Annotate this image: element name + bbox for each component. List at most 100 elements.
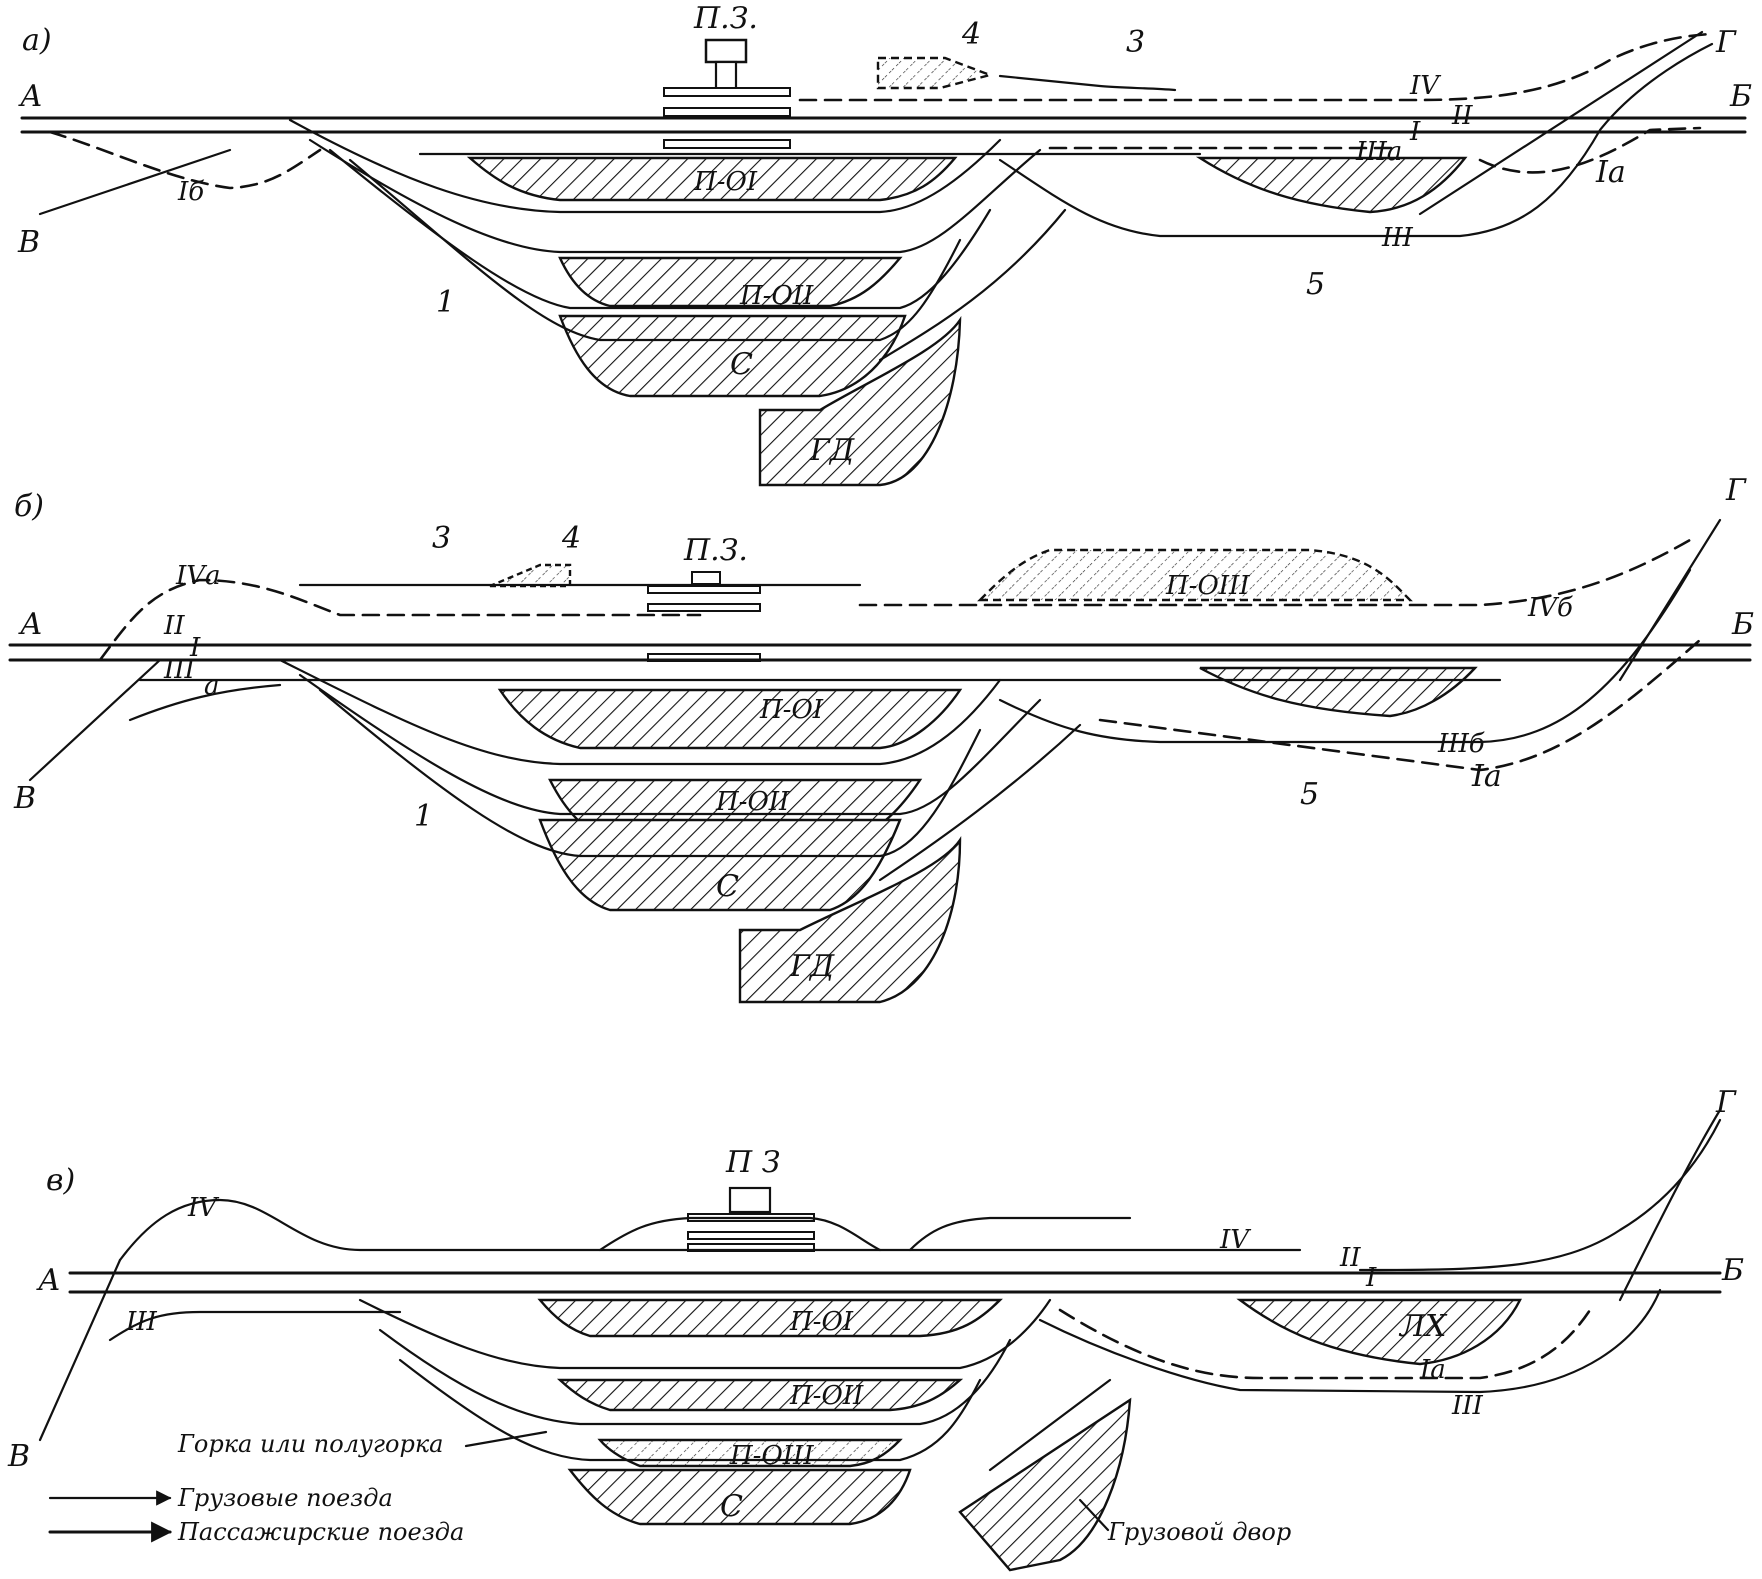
panel-a-yard-freight (758, 315, 962, 487)
panel-b-track-IVb (858, 538, 1692, 607)
panel-b-number-5: 5 (1300, 777, 1319, 812)
panel-a-label-Ia: Iа (1595, 155, 1626, 190)
panel-a-track-III-right (998, 42, 1714, 238)
panel-c-track-IV-upper (598, 1216, 882, 1252)
panel-c-track-Ia (1058, 1308, 1592, 1380)
panel-b-number-4: 4 (561, 521, 581, 556)
panel-a: а) П.З. (17, 1, 1752, 487)
panel-a-yard-freight-label: ГД (809, 433, 855, 468)
panel-a-track-yard4 (348, 158, 962, 342)
panel-c-yard-p1-label: П-ОI (789, 1307, 854, 1337)
panel-a-end-A: А (18, 79, 43, 114)
panel-b-track-IVa (98, 578, 702, 662)
panel-c-freight-yard-leader (1078, 1498, 1110, 1532)
panel-a-yard-p2 (558, 256, 903, 308)
panel-b-yard-p2-label: П-ОII (715, 787, 790, 817)
panel-b: б) П.З. А В Б Г IVа (8, 473, 1754, 1004)
panel-a-track-IV (798, 32, 1714, 102)
panel-a-yard-p2-label: П-ОII (739, 281, 814, 311)
panel-c-yard-px-label: ЛХ (1398, 1309, 1448, 1344)
panel-b-label-IVb: IVб (1527, 593, 1573, 623)
panel-b-end-B: Б (1731, 607, 1754, 642)
panel-c-hump-callout: Горка или полугорка (177, 1430, 444, 1458)
panel-b-track-freight-lead (878, 723, 1082, 882)
panel-c-station-label: П З (725, 1145, 780, 1180)
panel-b-label-IVa: IVа (175, 561, 221, 591)
panel-b-track-yard3 (318, 688, 982, 858)
panel-c-end-B: Б (1721, 1253, 1744, 1288)
panel-b-end-A: А (18, 607, 43, 642)
panel-a-yard-p1 (466, 156, 958, 202)
panel-a-station-building (663, 38, 791, 149)
panel-b-letter: б) (14, 489, 44, 524)
panel-a-label-III: III (1381, 223, 1414, 253)
panel-b-end-G: Г (1725, 473, 1747, 508)
panel-a-track-freight-lead (878, 208, 1067, 362)
panel-c-track-III-left (108, 1310, 402, 1342)
panel-c-yard-p1 (537, 1298, 1003, 1338)
panel-a-number-5: 5 (1306, 267, 1325, 302)
panel-a-end-G: Г (1715, 25, 1737, 60)
panel-a-label-IIIa: IIIа (1355, 137, 1402, 167)
panel-c-label-III-right: III (1451, 1391, 1484, 1421)
panel-c-freight-yard-callout: Грузовой двор (1107, 1518, 1291, 1546)
panel-c-label-II: II (1339, 1243, 1361, 1273)
panel-c-yard-sort-label: С (720, 1489, 743, 1524)
panel-b-yard-p1 (497, 688, 963, 750)
panel-c-branch-G-curve (1358, 1118, 1722, 1272)
panel-b-yard-4 (489, 563, 572, 588)
panel-a-branch-B (38, 148, 232, 216)
panel-c-hump-leader (464, 1430, 548, 1448)
legend-freight-label: Грузовые поезда (177, 1484, 393, 1512)
panel-c: в) П З А В Б Г IV IV (7, 1085, 1744, 1572)
panel-b-label-II: II (163, 611, 185, 641)
panel-a-track-yard2 (308, 138, 1042, 254)
panel-c-label-IV-left: IV (187, 1193, 219, 1223)
panel-a-number-1: 1 (436, 285, 455, 320)
panel-a-yard-4 (876, 56, 994, 90)
panel-a-station-label: П.З. (693, 1, 758, 36)
panel-b-track-IIIa-left (128, 683, 282, 722)
panel-b-number-3: 3 (432, 521, 451, 556)
panel-b-label-a: а (204, 671, 220, 701)
panel-c-label-III-left: III (125, 1307, 158, 1337)
panel-b-yard-p1-label: П-ОI (759, 695, 824, 725)
panel-c-yard-p3-label: П-ОIII (729, 1441, 814, 1471)
panel-a-number-3: 3 (1126, 25, 1145, 60)
panel-b-number-1: 1 (414, 799, 433, 834)
panel-c-label-IV-right: IV (1219, 1225, 1251, 1255)
panel-b-branch-G (1618, 518, 1722, 682)
panel-b-track-yard2 (298, 673, 1042, 816)
panel-b-station-label: П.З. (683, 533, 748, 568)
panel-c-track-IV-left (118, 1198, 1302, 1262)
panel-c-yard-p2-label: П-ОII (789, 1381, 864, 1411)
panel-c-end-A: А (36, 1263, 61, 1298)
panel-a-label-I: I (1409, 117, 1421, 147)
panel-c-branch-G (1618, 1108, 1722, 1302)
panel-b-end-V: В (13, 781, 36, 816)
panel-c-legend: Грузовые поезда Пассажирские поезда (48, 1484, 464, 1546)
panel-a-number-4: 4 (961, 17, 981, 52)
panel-b-label-I: I (189, 633, 201, 663)
panel-a-track-yard1 (288, 118, 1002, 214)
panel-c-end-G: Г (1715, 1085, 1737, 1120)
panel-a-yard-sort (558, 314, 907, 398)
panel-a-label-II: II (1451, 101, 1473, 131)
panel-b-yard-freight (738, 836, 962, 1004)
panel-c-track-yard2 (378, 1328, 1012, 1426)
legend-passenger-label: Пассажирские поезда (177, 1518, 464, 1546)
panel-b-label-III: III (163, 655, 196, 685)
panel-a-track-Ib (48, 130, 322, 190)
panel-b-yard-p3 (977, 548, 1413, 602)
panel-a-yard-sort-label: С (730, 347, 753, 382)
panel-c-track-III-right (1038, 1288, 1662, 1394)
panel-c-label-Ia: Iа (1419, 1355, 1446, 1385)
panel-a-branch-G (1418, 30, 1704, 216)
panel-a-end-V: В (17, 225, 40, 260)
panel-a-end-B: Б (1729, 79, 1752, 114)
panel-a-track-Ia (1478, 126, 1702, 174)
panel-c-letter: в) (46, 1163, 75, 1198)
panel-c-end-V: В (7, 1439, 30, 1474)
panel-b-yard-sort-label: С (716, 869, 739, 904)
